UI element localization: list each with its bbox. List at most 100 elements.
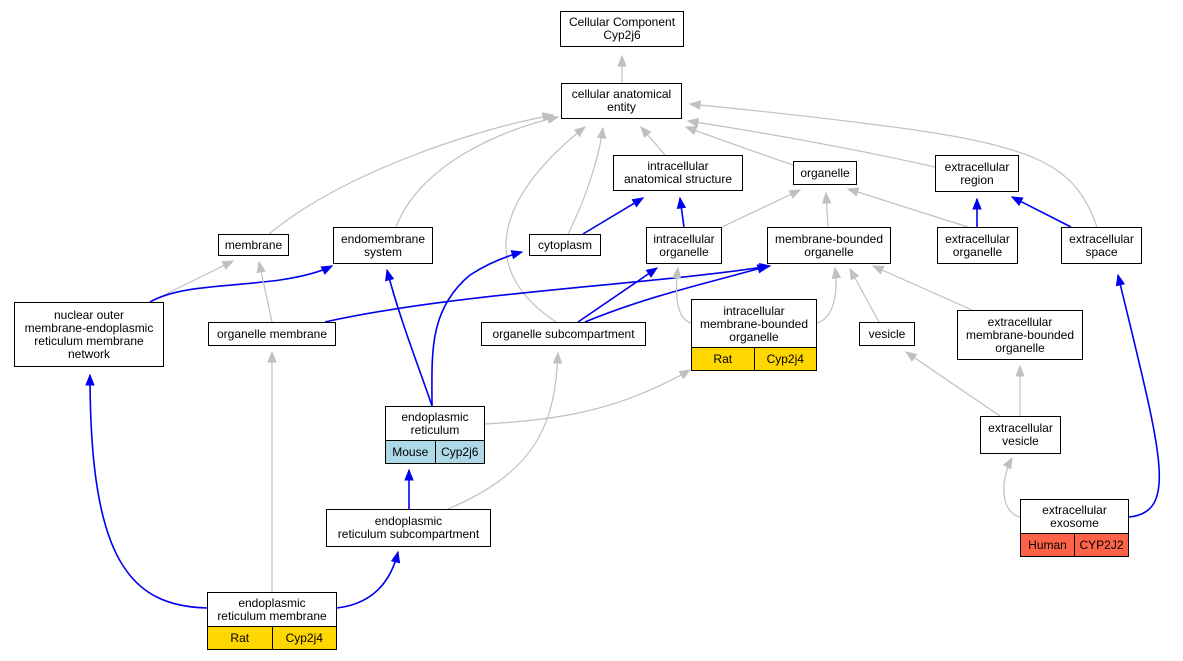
node-label: extracellular membrane-bounded organelle [965,314,1075,355]
node-membrane[interactable]: membrane [218,234,289,256]
node-label: endoplasmic reticulum [401,410,469,437]
annotation-row: Mouse Cyp2j6 [386,440,484,463]
node-intracellular-anatomical-structure[interactable]: intracellular anatomical structure [613,155,743,191]
edge-is-a [671,266,692,324]
edge-part-of [385,268,433,407]
node-label: membrane [224,237,283,252]
species-cell: Rat [208,627,272,649]
edge-line [324,265,771,323]
node-extracellular-organelle[interactable]: extracellular organelle [937,227,1018,264]
arrowhead [552,351,563,364]
node-label: intracellular membrane-bounded organelle [699,303,809,344]
edge-line [687,120,936,168]
node-er-subcompartment[interactable]: endoplasmic reticulum subcompartment [326,509,491,547]
edge-part-of [1115,273,1161,518]
node-cytoplasm[interactable]: cytoplasm [529,234,601,256]
arrowhead [645,267,659,278]
edge-is-a [1015,364,1025,416]
node-intracellular-membrane-bounded-organelle[interactable]: intracellular membrane-bounded organelle… [691,299,817,371]
edge-is-a [567,126,607,235]
edge-line [1011,196,1072,228]
edge-part-of [149,265,334,303]
edge-is-a [267,350,277,592]
node-organelle-subcompartment[interactable]: organelle subcompartment [481,322,646,346]
node-cellular-component-cyp2j6[interactable]: Cellular Component Cyp2j6 [560,11,684,47]
edge-line [484,369,691,425]
node-organelle-membrane[interactable]: organelle membrane [208,322,336,346]
edge-line [1003,457,1021,518]
edge-is-a [395,114,560,228]
edge-is-a [849,267,880,323]
edge-part-of [336,550,401,609]
edge-is-a [686,117,936,168]
node-label: extracellular vesicle [988,421,1053,448]
annotation-row: Rat Cyp2j4 [692,347,816,370]
node-nuclear-outer-membrane-er-network[interactable]: nuclear outer membrane-endoplasmic retic… [14,302,164,367]
edge-line [872,265,973,311]
node-cellular-anatomical-entity[interactable]: cellular anatomical entity [561,83,682,119]
node-organelle[interactable]: organelle [793,161,857,185]
edge-line [395,116,559,228]
edge-is-a [1002,456,1021,518]
gene-cell: Cyp2j6 [434,441,484,463]
gene-cell: CYP2J2 [1074,534,1128,556]
node-extracellular-exosome[interactable]: extracellular exosome Human CYP2J2 [1020,499,1129,557]
arrowhead [385,268,395,282]
edge-line [905,351,1001,417]
species-cell: Mouse [386,441,435,463]
edge-line [584,265,769,323]
arrowhead [320,265,334,275]
node-label: extracellular space [1069,231,1134,259]
node-endomembrane-system[interactable]: endomembrane system [333,227,433,264]
gene-cell: Cyp2j4 [271,627,336,649]
edge-line [567,127,604,235]
node-label: extracellular organelle [945,231,1010,259]
node-label: organelle subcompartment [492,326,635,341]
edge-line [149,265,333,303]
node-extracellular-space[interactable]: extracellular space [1061,227,1142,264]
arrowhead [688,100,701,110]
annotation-row: Rat Cyp2j4 [208,626,336,649]
arrowhead [404,468,414,481]
edge-is-a [846,187,969,228]
edge-part-of [431,250,524,407]
node-extracellular-membrane-bounded-organelle[interactable]: extracellular membrane-bounded organelle [957,310,1083,360]
edge-line [721,189,801,228]
node-label: endomembrane system [340,231,426,259]
arrowhead [788,189,802,199]
node-label: endoplasmic reticulum subcompartment [337,514,480,541]
edge-line [431,251,523,407]
edge-is-a [617,54,627,83]
edge-is-a [256,260,273,323]
arrowhead [686,117,700,128]
edge-is-a [688,100,1098,228]
arrowhead [390,550,401,564]
arrowhead [1015,364,1025,377]
arrowhead [267,350,277,363]
arrowhead [256,260,266,274]
node-intracellular-organelle[interactable]: intracellular organelle [646,227,722,264]
edge-line [847,188,969,228]
arrowhead [617,54,627,67]
node-label: Cellular Component Cyp2j6 [568,15,676,42]
node-label: endoplasmic reticulum membrane [217,596,327,623]
edge-is-a [816,266,842,324]
node-membrane-bounded-organelle[interactable]: membrane-bounded organelle [767,227,891,264]
node-extracellular-vesicle[interactable]: extracellular vesicle [980,416,1061,454]
node-endoplasmic-reticulum[interactable]: endoplasmic reticulum Mouse Cyp2j6 [385,406,485,464]
edge-part-of [85,373,208,609]
arrowhead [684,126,698,136]
node-label: membrane-bounded organelle [774,231,884,259]
node-er-membrane[interactable]: endoplasmic reticulum membrane Rat Cyp2j… [207,592,337,650]
node-vesicle[interactable]: vesicle [859,322,915,346]
edge-part-of [1010,196,1072,228]
edge-part-of [972,197,982,227]
arrowhead [972,197,982,210]
arrowhead [510,250,524,260]
edge-line [505,126,586,323]
edge-is-a [640,125,666,156]
node-extracellular-region[interactable]: extracellular region [935,155,1019,192]
species-cell: Human [1021,534,1074,556]
